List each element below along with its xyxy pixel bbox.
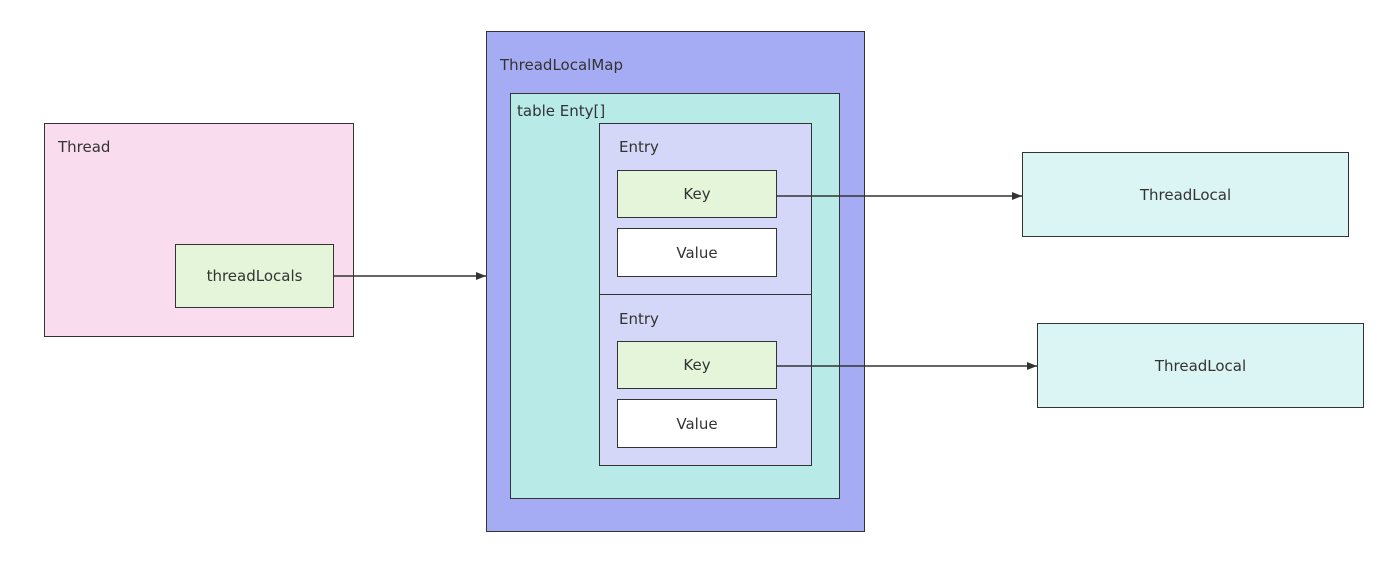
- thread-locals-field: threadLocals: [175, 244, 334, 308]
- entry-title: Entry: [619, 138, 659, 156]
- entry-table-title: table Enty[]: [517, 102, 606, 120]
- thread-local-map-title: ThreadLocalMap: [500, 56, 623, 74]
- thread-local-box: ThreadLocal: [1037, 323, 1364, 408]
- entry-title: Entry: [619, 310, 659, 328]
- entry-value: Value: [617, 228, 777, 277]
- entry-key: Key: [617, 170, 777, 218]
- thread-title: Thread: [58, 138, 111, 156]
- entry-value: Value: [617, 399, 777, 448]
- thread-local-box: ThreadLocal: [1022, 152, 1349, 237]
- entry-key: Key: [617, 341, 777, 389]
